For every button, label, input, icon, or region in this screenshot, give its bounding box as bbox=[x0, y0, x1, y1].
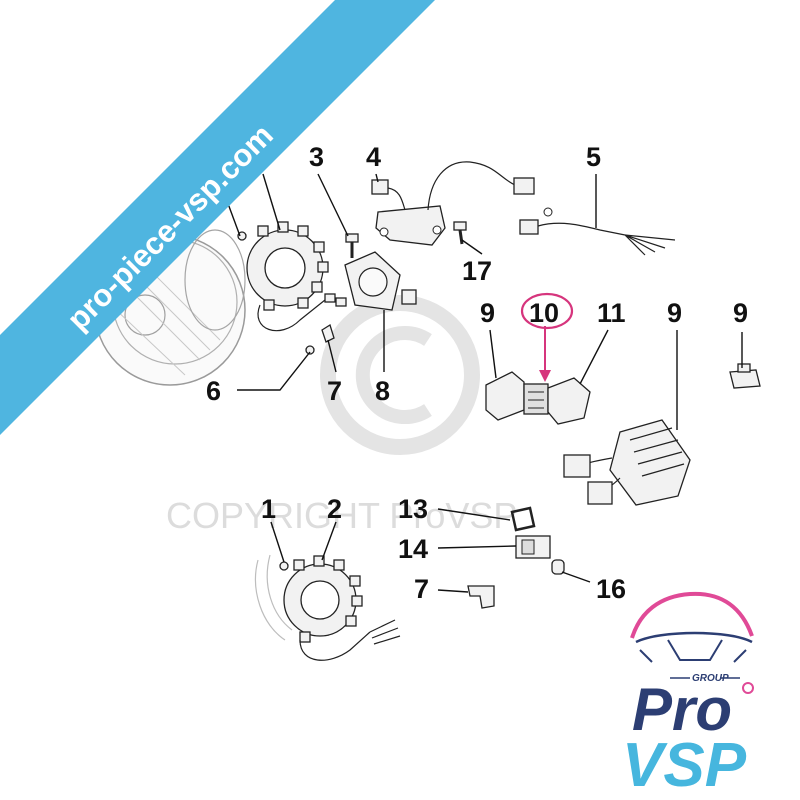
logo-vsp-text: VSP bbox=[622, 731, 747, 800]
logo-group-text: GROUP bbox=[692, 673, 729, 684]
callout-2-lower: 2 bbox=[327, 494, 342, 524]
callout-9-middle: 9 bbox=[667, 298, 682, 328]
callout-4: 4 bbox=[366, 142, 381, 172]
bulb-16 bbox=[551, 559, 565, 575]
highlight-ring bbox=[520, 292, 574, 330]
stator-upper bbox=[237, 221, 347, 332]
callout-9-left: 9 bbox=[480, 298, 495, 328]
cover-plate-8 bbox=[344, 251, 417, 311]
regulator-9-large bbox=[563, 419, 691, 506]
bolt-3 bbox=[345, 233, 359, 258]
flywheel-ghost-lower bbox=[254, 554, 293, 641]
logo-car-outline bbox=[630, 591, 754, 639]
switch-14 bbox=[515, 535, 551, 559]
callout-14: 14 bbox=[398, 534, 428, 564]
watermark-text: COPYRIGHT ProVSP bbox=[166, 495, 517, 536]
stator-lower bbox=[279, 555, 401, 661]
clip-7-upper bbox=[321, 324, 335, 343]
callout-11: 11 bbox=[597, 298, 626, 328]
callout-16: 16 bbox=[596, 574, 626, 604]
callout-13: 13 bbox=[398, 494, 428, 524]
banner-stripe bbox=[0, 0, 435, 435]
regulator-11 bbox=[547, 377, 591, 425]
regulator-4 bbox=[371, 161, 535, 246]
logo-pro-text: Pro bbox=[632, 676, 732, 743]
callout-1-lower: 1 bbox=[261, 494, 276, 524]
connector-10 bbox=[523, 383, 549, 415]
screw-17 bbox=[453, 221, 467, 245]
gasket-13 bbox=[510, 506, 536, 532]
callout-8: 8 bbox=[375, 376, 390, 406]
nut-9 bbox=[729, 363, 761, 389]
clip-7-lower bbox=[467, 585, 495, 609]
provsp-logo: GROUP Pro VSP bbox=[622, 591, 754, 800]
callout-9-right: 9 bbox=[733, 298, 748, 328]
watermark: COPYRIGHT ProVSP bbox=[166, 295, 517, 536]
cable-5 bbox=[519, 207, 676, 256]
callout-10: 10 bbox=[529, 298, 559, 328]
callout-5: 5 bbox=[586, 142, 601, 172]
callout-3: 3 bbox=[309, 142, 324, 172]
screw-6 bbox=[305, 345, 315, 355]
callout-17: 17 bbox=[462, 256, 492, 286]
callout-6: 6 bbox=[206, 376, 221, 406]
callout-7-lower: 7 bbox=[414, 574, 429, 604]
regulator-9-small bbox=[485, 371, 525, 421]
callout-7-upper: 7 bbox=[327, 376, 342, 406]
